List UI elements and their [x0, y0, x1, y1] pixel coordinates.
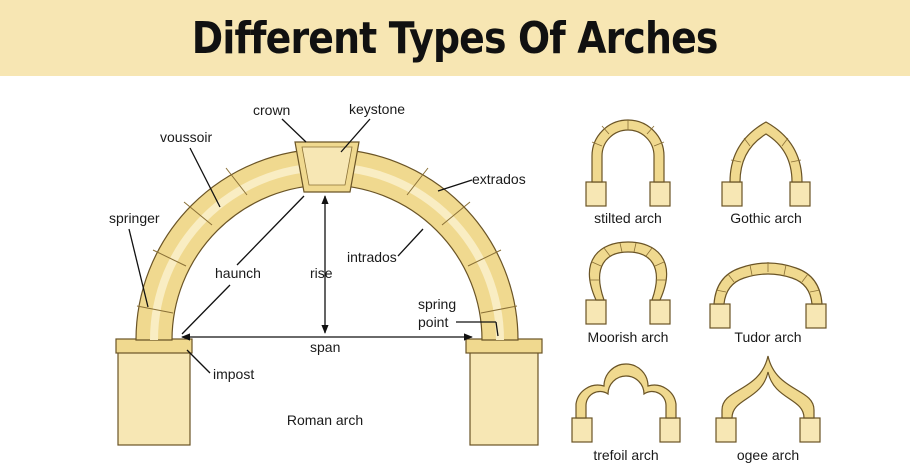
- trefoil-arch: trefoil arch: [571, 363, 681, 463]
- label-haunch: haunch: [215, 265, 261, 281]
- roman-arch: crown keystone voussoir extrados springe…: [109, 101, 543, 446]
- label-impost: impost: [213, 366, 254, 382]
- right-impost-block: [465, 338, 543, 354]
- voussoir-joints: [136, 167, 518, 314]
- caption-roman-arch: Roman arch: [287, 412, 363, 428]
- left-impost-block: [115, 338, 193, 354]
- label-spring-point-2: point: [418, 314, 448, 330]
- caption-tudor-arch: Tudor arch: [734, 329, 801, 345]
- label-intrados: intrados: [347, 249, 397, 265]
- caption-gothic-arch: Gothic arch: [730, 210, 802, 226]
- label-keystone: keystone: [349, 101, 405, 117]
- label-extrados: extrados: [472, 171, 526, 187]
- caption-ogee-arch: ogee arch: [737, 447, 799, 463]
- label-span: span: [310, 339, 340, 355]
- label-spring-point-1: spring: [418, 296, 456, 312]
- ogee-arch: ogee arch: [715, 355, 821, 463]
- gothic-arch: Gothic arch: [721, 121, 811, 226]
- right-pier: [469, 351, 539, 446]
- tudor-arch: Tudor arch: [709, 262, 827, 345]
- caption-trefoil-arch: trefoil arch: [593, 447, 658, 463]
- label-rise: rise: [310, 265, 333, 281]
- label-voussoir: voussoir: [160, 129, 212, 145]
- stilted-arch: stilted arch: [585, 119, 671, 226]
- moorish-arch: Moorish arch: [585, 241, 671, 345]
- caption-moorish-arch: Moorish arch: [588, 329, 669, 345]
- label-springer: springer: [109, 210, 160, 226]
- caption-stilted-arch: stilted arch: [594, 210, 662, 226]
- label-crown: crown: [253, 102, 290, 118]
- page-title: Different Types Of Arches: [192, 12, 719, 64]
- left-pier: [117, 351, 191, 446]
- title-banner: Different Types Of Arches: [0, 0, 910, 76]
